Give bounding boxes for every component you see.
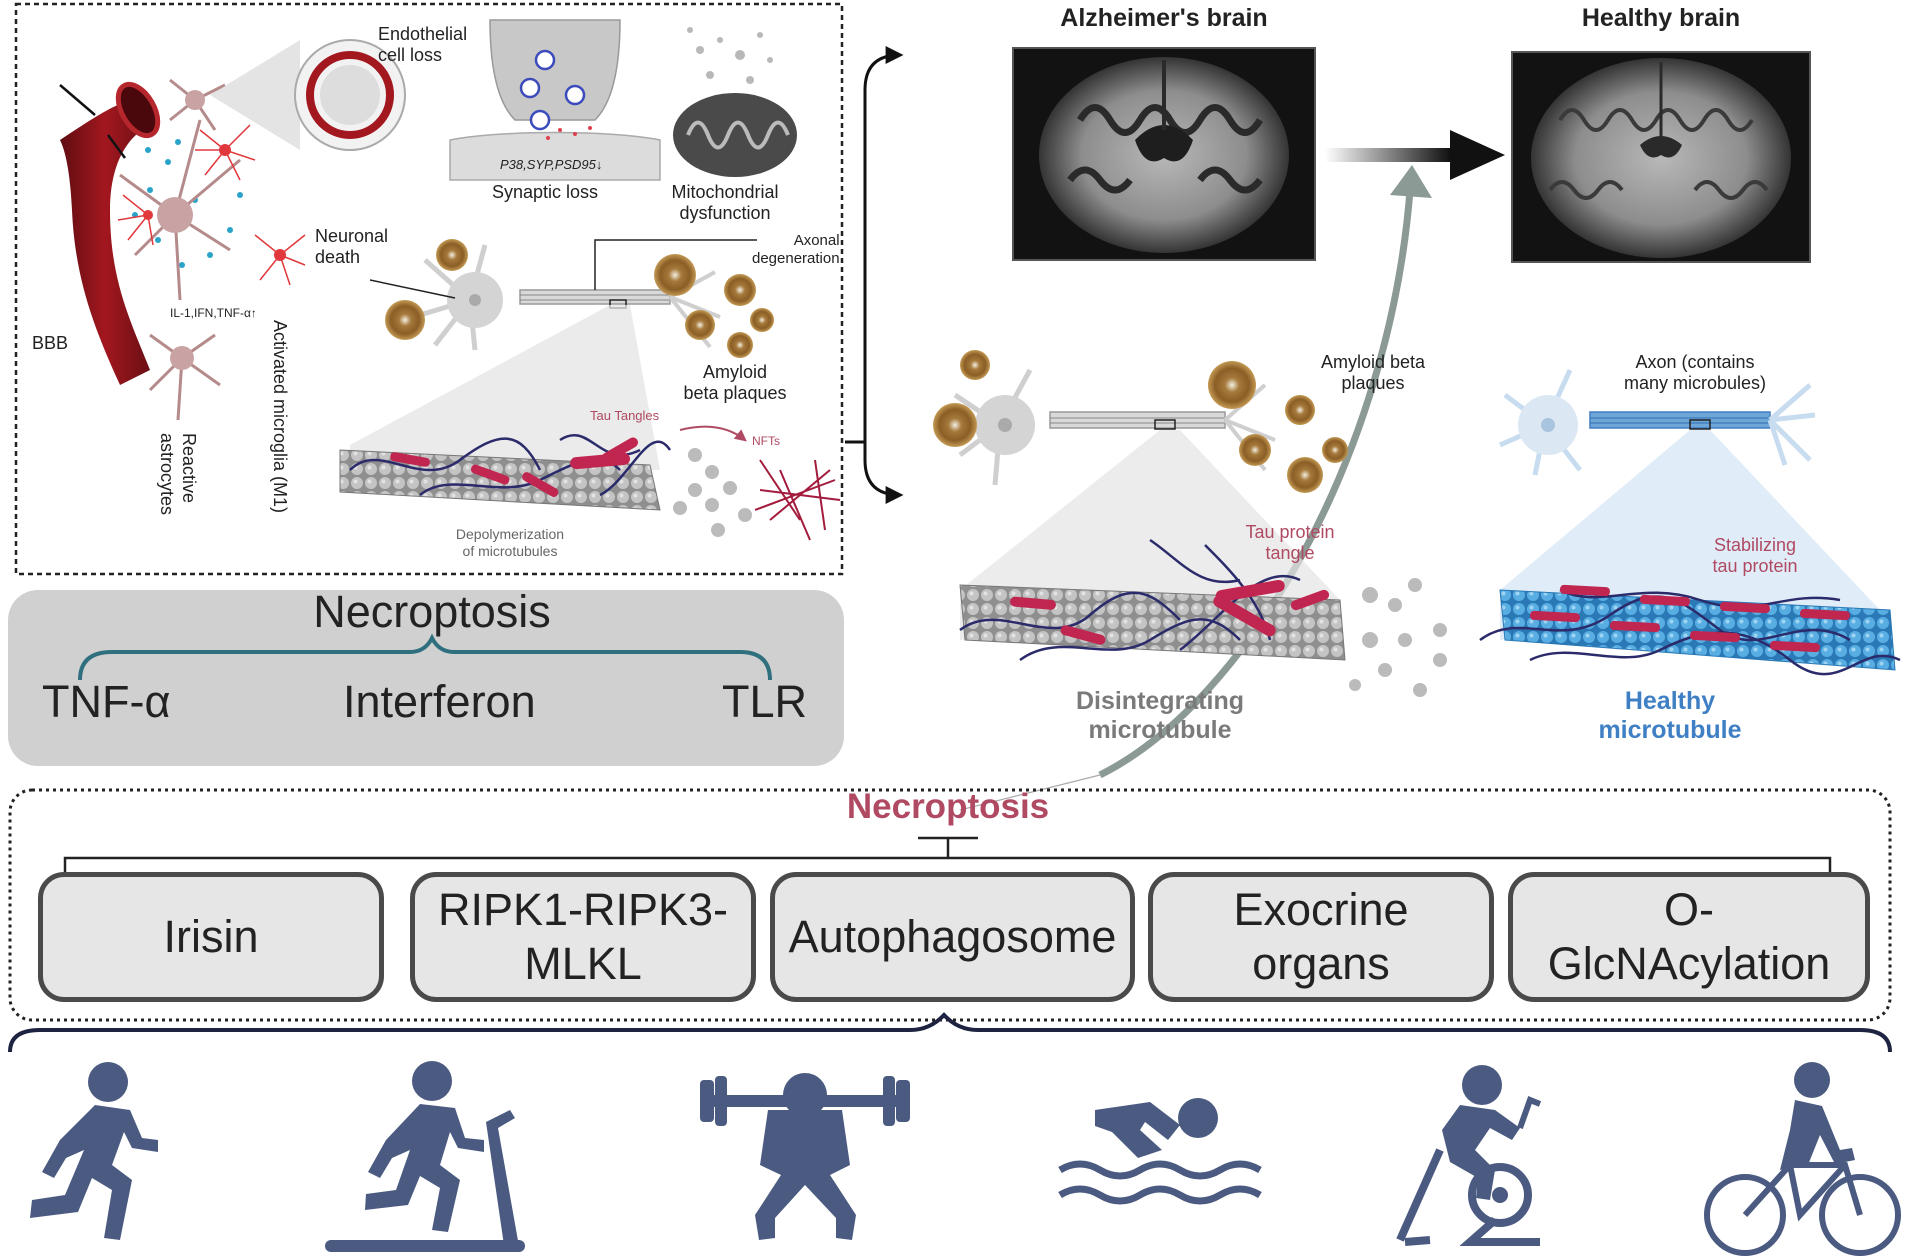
stationary-bike-icon xyxy=(1396,1065,1542,1246)
o-glcnacylation-box: O- GlcNAcylation xyxy=(1508,872,1870,1002)
tnf-label: TNF-α xyxy=(42,676,171,727)
interferon-label: Interferon xyxy=(343,676,536,727)
gray-arrow xyxy=(959,165,1432,811)
amyloid-left-label: Amyloid beta plaques xyxy=(683,362,787,403)
cycling-icon xyxy=(1704,1062,1901,1256)
amyloid-plaques-right xyxy=(933,350,1348,493)
autophagosome-label: Autophagosome xyxy=(788,911,1117,962)
cytokines-label: IL-1,IFN,TNF-α↑ xyxy=(170,306,257,320)
black-arrow xyxy=(1325,130,1505,180)
endothelial-label: Endothelial cell loss xyxy=(378,24,468,65)
autophagosome-box: Autophagosome xyxy=(770,872,1135,1002)
swimming-icon xyxy=(1058,1098,1262,1205)
axon-label: Axon (contains many microbules) xyxy=(1623,352,1767,393)
neuronal-death-label: Neuronal death xyxy=(315,226,389,267)
blood-vessel-icon xyxy=(59,81,161,385)
exocrine-box: Exocrine organs xyxy=(1148,872,1494,1002)
mri-alzheimers-image xyxy=(1012,47,1316,261)
healthy-microtubule-label: Healthy microtubule xyxy=(1598,687,1742,744)
nft-tangle-icon xyxy=(754,459,841,541)
microtubule-disintegrating xyxy=(959,538,1447,697)
neuron-icon xyxy=(419,244,721,351)
mri-healthy-image xyxy=(1511,51,1811,263)
astrocyte-icon xyxy=(119,78,241,421)
ripk-label: RIPK1-RIPK3- MLKL xyxy=(437,884,729,989)
exocrine-label: Exocrine organs xyxy=(1233,884,1409,989)
mitochondria-icon xyxy=(673,27,797,177)
microtubule-healthy xyxy=(1479,584,1901,676)
nfts-label: NFTs xyxy=(752,434,780,448)
branch-arrow xyxy=(845,46,904,504)
necroptosis-box xyxy=(8,590,844,766)
alzheimers-brain-title: Alzheimer's brain xyxy=(1060,4,1268,32)
o-glcnacylation-label: O- GlcNAcylation xyxy=(1547,884,1831,989)
synaptic-markers-label: P38,SYP,PSD95↓ xyxy=(500,157,603,172)
neuron-healthy-icon xyxy=(1498,368,1816,476)
axonal-degeneration-label: Axonal degeneration xyxy=(752,232,840,267)
bottom-panel-border xyxy=(8,788,1892,1022)
tlr-label: TLR xyxy=(722,676,808,727)
tau-tangles-label: Tau Tangles xyxy=(590,408,660,423)
disintegrating-label: Disintegrating microtubule xyxy=(1075,687,1245,744)
left-panel-border xyxy=(14,2,844,576)
healthy-brain-title: Healthy brain xyxy=(1581,4,1741,32)
ripk-box: RIPK1-RIPK3- MLKL xyxy=(410,872,756,1002)
depolymerization-label: Depolymerization of microtubules xyxy=(455,526,565,559)
bbb-label: BBB xyxy=(32,333,69,353)
microglia-icon xyxy=(117,124,306,286)
tau-tangle-label: Tau protein tangle xyxy=(1245,522,1335,563)
microglia-label: Activated microglia (M1) xyxy=(270,320,290,514)
necroptosis-title: Necroptosis xyxy=(313,586,551,637)
amyloid-plaques-left xyxy=(385,239,774,358)
exercise-bracket xyxy=(8,1012,1892,1053)
weightlifting-squat-icon xyxy=(700,1073,910,1240)
irisin-label: Irisin xyxy=(163,911,259,962)
astrocyte-body xyxy=(157,197,193,233)
stabilizing-tau-label: Stabilizing tau protein xyxy=(1712,535,1798,576)
neuron-alzheimers-icon xyxy=(949,368,1276,486)
running-icon xyxy=(30,1062,158,1240)
astrocytes-label: Reactive astrocytes xyxy=(157,433,199,516)
inhibition-connector xyxy=(63,836,1832,872)
mitochondrial-label: Mitochondrial dysfunction xyxy=(671,182,779,223)
synapse-icon xyxy=(449,19,661,181)
amyloid-right-label: Amyloid beta plaques xyxy=(1320,352,1426,393)
synaptic-loss-label: Synaptic loss xyxy=(492,182,599,202)
irisin-box: Irisin xyxy=(38,872,384,1002)
treadmill-icon xyxy=(325,1061,525,1252)
microtubule-left xyxy=(339,425,841,541)
necroptosis-bracket xyxy=(78,633,772,681)
necroptosis-bottom-label: Necroptosis xyxy=(846,787,1050,826)
